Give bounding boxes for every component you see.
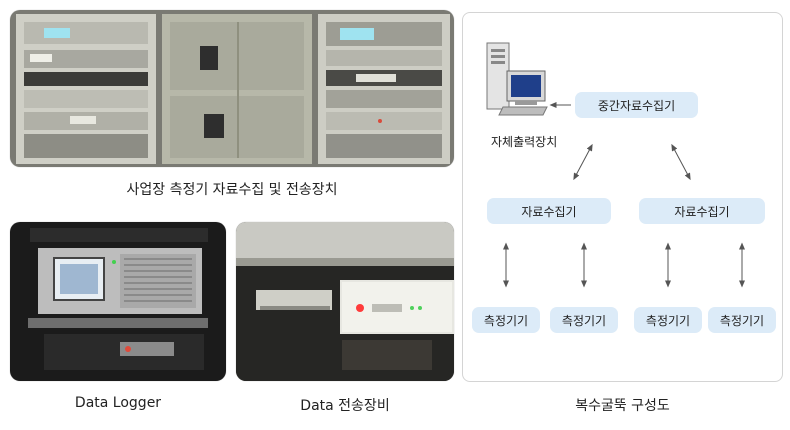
self-output-device-label: 자체출력장치 bbox=[491, 135, 558, 149]
computer-icon bbox=[485, 41, 551, 119]
data-transmitter-caption: Data 전송장비 bbox=[300, 398, 390, 414]
data-logger-image bbox=[10, 222, 226, 381]
meter-node-3: 측정기기 bbox=[634, 307, 702, 333]
arrow-intermediate-collector-right bbox=[671, 143, 691, 181]
meter-node-2: 측정기기 bbox=[550, 307, 618, 333]
intermediate-collector-node: 중간자료수집기 bbox=[575, 92, 698, 118]
data-transmitter-image bbox=[236, 222, 454, 381]
diagram-caption: 복수굴뚝 구성도 bbox=[575, 398, 670, 414]
collector-node-right: 자료수집기 bbox=[639, 198, 765, 224]
connector-arrows bbox=[503, 102, 745, 288]
equipment-caption: 사업장 측정기 자료수집 및 전송장치 bbox=[126, 182, 338, 198]
collector-node-left: 자료수집기 bbox=[487, 198, 611, 224]
meter-node-1: 측정기기 bbox=[472, 307, 540, 333]
arrow-intermediate-collector-left bbox=[573, 143, 593, 181]
data-logger-caption: Data Logger bbox=[74, 395, 162, 411]
equipment-rack-image bbox=[10, 10, 454, 167]
stack-diagram-panel: 자체출력장치 중간자료수집기 자료수집기 자료수집기 측정기기 측정기기 측정기… bbox=[462, 12, 783, 382]
data-logger-photo bbox=[10, 222, 226, 381]
equipment-rack-photo bbox=[10, 10, 454, 167]
meter-node-4: 측정기기 bbox=[708, 307, 776, 333]
data-transmitter-photo bbox=[236, 222, 454, 381]
